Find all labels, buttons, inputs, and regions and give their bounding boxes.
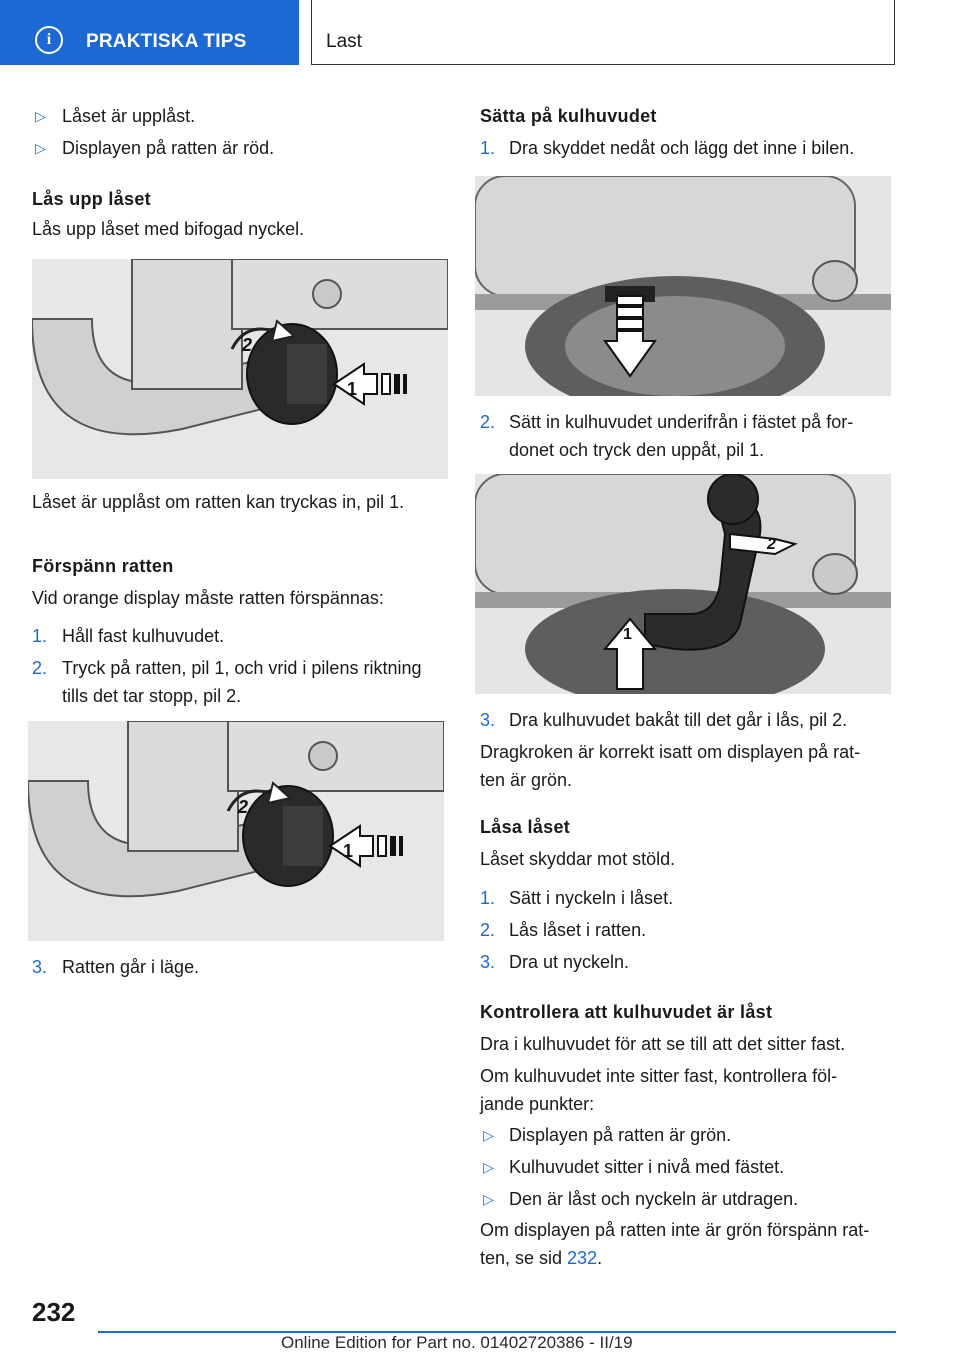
step-text: Håll fast kulhuvudet.	[62, 626, 225, 646]
section-tab: i PRAKTISKA TIPS	[0, 0, 299, 65]
arrow-label-1: 1	[347, 379, 357, 399]
step-text: Sätt in kulhuvudet underifrån i fästet p…	[509, 412, 854, 432]
final-text-prefix: ten, se sid	[480, 1248, 568, 1268]
bullet-icon: ▷	[483, 1191, 494, 1207]
arrow-label-2: 2	[237, 797, 248, 817]
caption-unlocked: Låset är upplåst om ratten kan tryckas i…	[32, 492, 405, 512]
edition-text: Online Edition for Part no. 01402720386 …	[281, 1333, 633, 1352]
page-link[interactable]: 232	[567, 1248, 598, 1268]
step-number: 1.	[480, 138, 496, 158]
illustration-cover-down	[475, 176, 891, 396]
step-number: 3.	[32, 957, 48, 977]
final-text: Om displayen på ratten inte är grön förs…	[480, 1220, 870, 1240]
step-text: Ratten går i läge.	[62, 957, 200, 977]
bullet-icon: ▷	[483, 1127, 494, 1143]
bullet-text: Displayen på ratten är röd.	[62, 138, 275, 158]
correct-text-cont: ten är grön.	[480, 770, 573, 790]
step-text: Tryck på ratten, pil 1, och vrid i pilen…	[62, 658, 422, 678]
illustration-lock-unlocked: 2 1	[32, 259, 448, 479]
attach-heading: Sätta på kulhuvudet	[480, 106, 657, 126]
unlock-heading: Lås upp låset	[32, 189, 151, 209]
step-text: Sätt i nyckeln i låset.	[509, 888, 674, 908]
section-tab-label: PRAKTISKA TIPS	[86, 31, 247, 52]
illustration-preload: 2 1	[28, 721, 444, 941]
chapter-header: Last	[311, 0, 895, 65]
unlock-text: Lås upp låset med bifogad nyckel.	[32, 219, 305, 239]
step-text: Lås låset i ratten.	[509, 920, 647, 940]
check-text: Dra i kulhuvudet för att se till att det…	[480, 1034, 846, 1054]
lock-text: Låset skyddar mot stöld.	[480, 849, 676, 869]
step-number: 1.	[32, 626, 48, 646]
bullet-icon: ▷	[35, 108, 46, 124]
lock-heading: Låsa låset	[480, 817, 571, 837]
arrow-label-2: 2	[241, 335, 252, 355]
chapter-title: Last	[326, 31, 362, 52]
final-text-suffix: .	[597, 1248, 603, 1268]
check-text-2: Om kulhuvudet inte sitter fast, kontroll…	[480, 1066, 838, 1086]
illustration-ball-head: 2 1	[475, 474, 891, 694]
check-heading: Kontrollera att kulhuvudet är låst	[480, 1002, 773, 1022]
step-text: Dra skyddet nedåt och lägg det inne i bi…	[509, 138, 855, 158]
step-number: 3.	[480, 952, 496, 972]
step-text: Dra kulhuvudet bakåt till det går i lås,…	[509, 710, 848, 730]
bullet-icon: ▷	[35, 140, 46, 156]
step-number: 3.	[480, 710, 496, 730]
page-number: 232	[32, 1297, 76, 1327]
arrow-label-2: 2	[766, 536, 776, 553]
step-text-cont: donet och tryck den uppåt, pil 1.	[509, 440, 765, 460]
footer-divider	[98, 1331, 896, 1333]
arrow-label-1: 1	[343, 841, 353, 861]
step-number: 2.	[480, 412, 496, 432]
bullet-text: Den är låst och nyckeln är utdragen.	[509, 1189, 799, 1209]
preload-heading: Förspänn ratten	[32, 556, 174, 576]
arrow-label-1: 1	[623, 626, 632, 643]
info-icon: i	[35, 26, 63, 54]
step-text: Dra ut nyckeln.	[509, 952, 630, 972]
preload-text: Vid orange display måste ratten förspänn…	[32, 588, 384, 608]
step-text-cont: tills det tar stopp, pil 2.	[62, 686, 242, 706]
bullet-text: Kulhuvudet sitter i nivå med fästet.	[509, 1157, 785, 1177]
bullet-icon: ▷	[483, 1159, 494, 1175]
step-number: 1.	[480, 888, 496, 908]
step-number: 2.	[32, 658, 48, 678]
step-number: 2.	[480, 920, 496, 940]
bullet-text: Låset är upplåst.	[62, 106, 196, 126]
correct-text: Dragkroken är korrekt isatt om displayen…	[480, 742, 861, 762]
check-text-2-cont: jande punkter:	[480, 1094, 595, 1114]
final-text-cont: ten, se sid 232.	[480, 1242, 602, 1274]
bullet-text: Displayen på ratten är grön.	[509, 1125, 732, 1145]
